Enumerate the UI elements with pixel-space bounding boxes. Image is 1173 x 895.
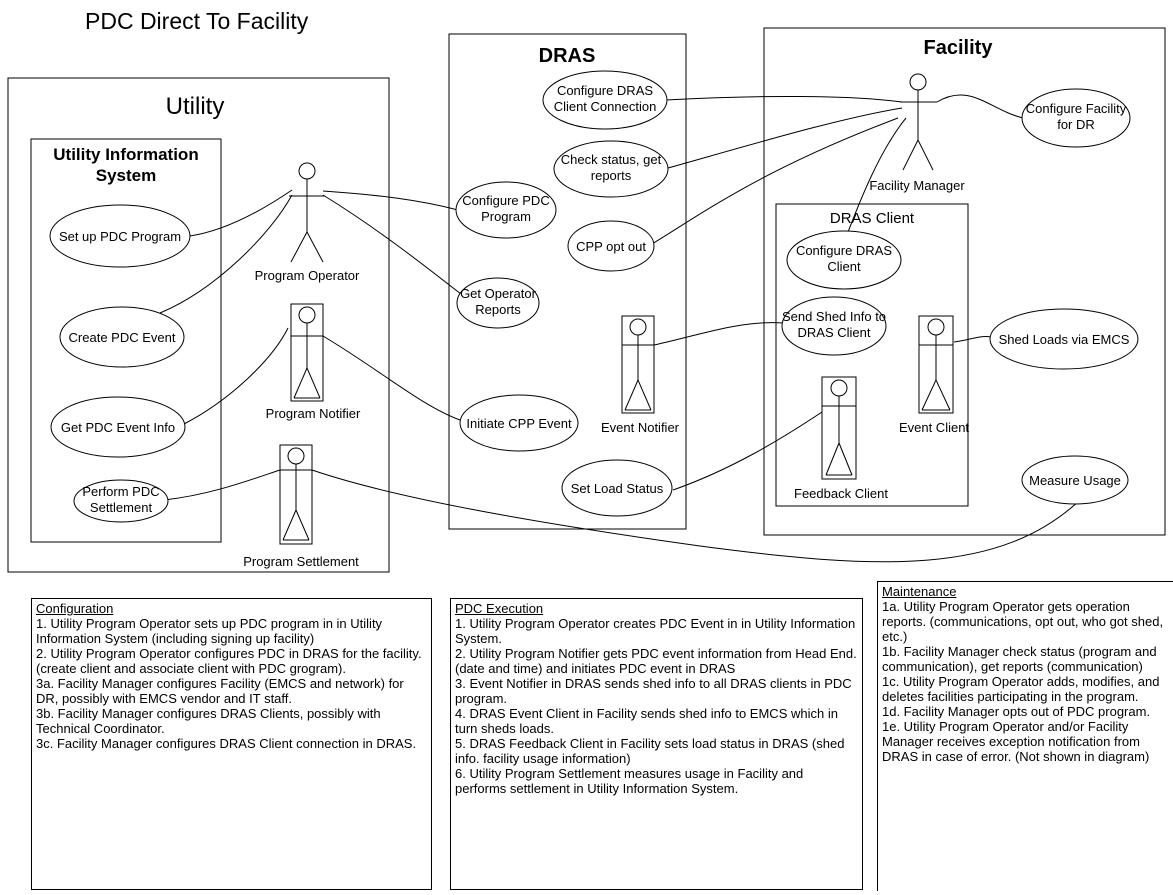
utility-label: Utility	[166, 93, 225, 120]
event-client-label: Event Client	[899, 420, 969, 435]
boxed-actor-icon	[918, 315, 954, 414]
actor-feedback-client: Feedback Client	[794, 376, 888, 501]
configuration-item: 3b. Facility Manager configures DRAS Cli…	[36, 706, 385, 736]
use-case-set-load-status: Set Load Status	[561, 459, 673, 517]
use-case-measure-usage: Measure Usage	[1021, 455, 1129, 505]
configure-pdc-label-1: Configure PDC	[462, 193, 549, 208]
pdc-execution-title: PDC Execution	[455, 601, 544, 616]
pdc-execution-note: PDC Execution 1. Utility Program Operato…	[450, 598, 863, 890]
cpp-opt-out-label: CPP opt out	[576, 239, 646, 254]
uis-label-line2: System	[96, 166, 156, 185]
uis-label-line1: Utility Information	[53, 145, 198, 164]
boxed-actor-icon	[279, 444, 313, 545]
perform-settlement-label-2: Settlement	[90, 500, 153, 515]
use-case-set-up-pdc-program: Set up PDC Program	[49, 204, 191, 268]
use-case-configure-pdc-program: Configure PDC Program	[455, 181, 557, 239]
configuration-item: 3a. Facility Manager configures Facility…	[36, 676, 408, 706]
stick-figure-icon	[289, 162, 325, 263]
perform-settlement-label-1: Perform PDC	[82, 484, 159, 499]
use-case-get-operator-reports: Get Operator Reports	[456, 277, 540, 329]
facility-manager-label: Facility Manager	[869, 178, 965, 193]
event-notifier-label: Event Notifier	[601, 420, 680, 435]
check-status-label-1: Check status, get	[561, 152, 662, 167]
use-case-shed-loads-via-emcs: Shed Loads via EMCS	[989, 308, 1139, 370]
pdc-execution-item: 1. Utility Program Operator creates PDC …	[455, 616, 859, 646]
set-up-pdc-label: Set up PDC Program	[59, 229, 181, 244]
pdc-execution-item: 2. Utility Program Notifier gets PDC eve…	[455, 646, 861, 676]
dras-label: DRAS	[539, 45, 596, 67]
use-case-send-shed-info: Send Shed Info to DRAS Client	[781, 296, 887, 356]
program-operator-label: Program Operator	[255, 268, 360, 283]
feedback-client-label: Feedback Client	[794, 486, 888, 501]
boxed-actor-icon	[821, 376, 857, 480]
use-case-initiate-cpp-event: Initiate CPP Event	[459, 394, 579, 452]
maintenance-note: Maintenance 1a. Utility Program Operator…	[877, 581, 1173, 891]
create-pdc-event-label: Create PDC Event	[69, 330, 176, 345]
use-case-create-pdc-event: Create PDC Event	[59, 306, 185, 368]
use-case-check-status: Check status, get reports	[553, 140, 669, 198]
maintenance-item: 1c. Utility Program Operator adds, modif…	[882, 674, 1164, 704]
program-notifier-label: Program Notifier	[266, 406, 361, 421]
maintenance-item: 1e. Utility Program Operator and/or Faci…	[882, 719, 1150, 764]
program-settlement-label: Program Settlement	[243, 554, 359, 569]
actor-program-operator: Program Operator	[255, 162, 360, 283]
pdc-execution-item: 4. DRAS Event Client in Facility sends s…	[455, 706, 842, 736]
facility-container	[763, 27, 1166, 536]
actor-facility-manager: Facility Manager	[869, 73, 965, 193]
measure-usage-label: Measure Usage	[1029, 473, 1121, 488]
maintenance-item: 1a. Utility Program Operator gets operat…	[882, 599, 1167, 644]
dras-container	[448, 33, 687, 530]
maintenance-item: 1b. Facility Manager check status (progr…	[882, 644, 1161, 674]
associations	[159, 94, 1081, 563]
configure-dras-client-conn-label-1: Configure DRAS	[557, 83, 653, 98]
pdc-execution-item: 5. DRAS Feedback Client in Facility sets…	[455, 736, 849, 766]
use-case-configure-facility: Configure Facility for DR	[1021, 88, 1131, 148]
shed-loads-label: Shed Loads via EMCS	[999, 332, 1130, 347]
pdc-execution-item: 3. Event Notifier in DRAS sends shed inf…	[455, 676, 856, 706]
configuration-title: Configuration	[36, 601, 114, 616]
get-operator-reports-label-2: Reports	[475, 302, 521, 317]
use-case-cpp-opt-out: CPP opt out	[567, 220, 655, 272]
utility-container	[7, 77, 390, 573]
configure-facility-label-2: for DR	[1057, 117, 1095, 132]
get-pdc-event-info-label: Get PDC Event Info	[61, 420, 175, 435]
maintenance-title: Maintenance	[882, 584, 957, 599]
configuration-note: Configuration 1. Utility Program Operato…	[31, 598, 432, 890]
configuration-item: 1. Utility Program Operator sets up PDC …	[36, 616, 386, 646]
actor-event-notifier: Event Notifier	[601, 315, 680, 435]
stick-figure-icon	[900, 73, 937, 171]
send-shed-info-label-2: DRAS Client	[798, 325, 871, 340]
actor-program-notifier: Program Notifier	[266, 303, 361, 421]
boxed-actor-icon	[290, 303, 324, 402]
dras-client-label: DRAS Client	[830, 210, 915, 227]
initiate-cpp-label: Initiate CPP Event	[466, 416, 572, 431]
configure-facility-label-1: Configure Facility	[1026, 101, 1127, 116]
maintenance-item: 1d. Facility Manager opts out of PDC pro…	[882, 704, 1151, 719]
diagram-title: PDC Direct To Facility	[85, 8, 309, 34]
boxed-actor-icon	[621, 315, 655, 414]
configuration-item: 3c. Facility Manager configures DRAS Cli…	[36, 736, 417, 751]
configure-dras-client-conn-label-2: Client Connection	[554, 99, 657, 114]
configure-dras-client-label-1: Configure DRAS	[796, 243, 892, 258]
use-case-get-pdc-event-info: Get PDC Event Info	[50, 396, 186, 458]
pdc-execution-item: 6. Utility Program Settlement measures u…	[455, 766, 807, 796]
use-case-configure-dras-client-connection: Configure DRAS Client Connection	[542, 70, 668, 130]
dras-client-container	[775, 203, 969, 507]
send-shed-info-label-1: Send Shed Info to	[782, 309, 886, 324]
get-operator-reports-label-1: Get Operator	[460, 286, 537, 301]
use-case-perform-pdc-settlement: Perform PDC Settlement	[73, 479, 169, 523]
facility-label: Facility	[924, 37, 994, 59]
set-load-status-label: Set Load Status	[571, 481, 664, 496]
configuration-item: 2. Utility Program Operator configures P…	[36, 646, 426, 676]
check-status-label-2: reports	[591, 168, 632, 183]
actor-program-settlement: Program Settlement	[243, 444, 359, 569]
configure-dras-client-label-2: Client	[827, 259, 861, 274]
use-case-configure-dras-client: Configure DRAS Client	[786, 230, 902, 290]
uis-container	[30, 138, 222, 543]
actor-event-client: Event Client	[899, 315, 969, 435]
configure-pdc-label-2: Program	[481, 209, 531, 224]
